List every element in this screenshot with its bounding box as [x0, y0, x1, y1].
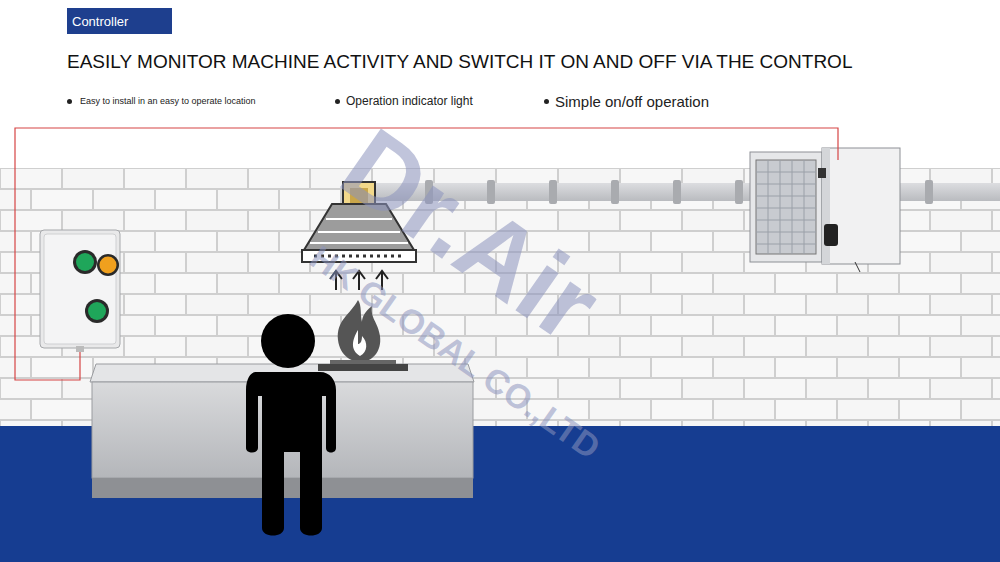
feature-bullet: Simple on/off operation — [555, 93, 709, 110]
badge-label: Controller — [72, 14, 172, 29]
bullet-dot — [67, 99, 72, 104]
feature-bullet: Easy to install in an easy to operate lo… — [80, 96, 256, 106]
feature-bullet: Operation indicator light — [346, 94, 473, 108]
bullet-dot — [544, 99, 549, 104]
bullet-dot — [335, 99, 340, 104]
air-purifier — [750, 148, 900, 272]
control-box — [40, 230, 120, 352]
person-silhouette — [246, 314, 336, 536]
title-badge: Controller — [67, 8, 172, 34]
page-title: EASILY MONITOR MACHINE ACTIVITY AND SWIT… — [67, 51, 852, 73]
